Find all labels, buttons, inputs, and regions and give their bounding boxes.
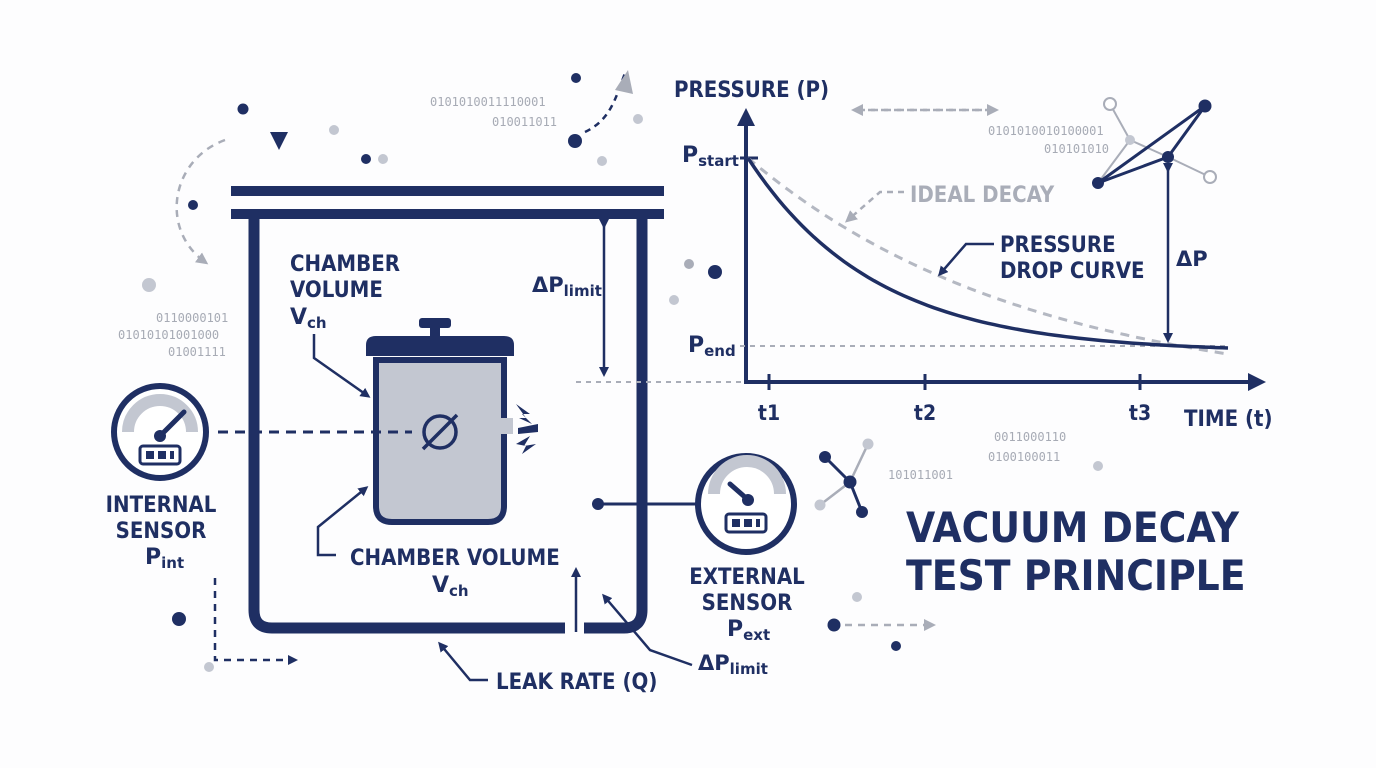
delta-p-label: ΔP xyxy=(1176,247,1208,271)
var-sub: limit xyxy=(730,660,768,678)
ideal-decay-label: IDEAL DECAY xyxy=(910,183,1055,208)
test-part-container xyxy=(366,318,514,525)
p-start-label: Pstart xyxy=(682,143,739,170)
var-sub: ch xyxy=(449,582,469,600)
title-line: TEST PRINCIPLE xyxy=(906,551,1246,600)
chamber-volume-label-bottom: CHAMBER VOLUME Vch xyxy=(350,546,560,600)
var-main: V xyxy=(432,573,449,598)
pressure-decay-chart: PRESSURE (P) TIME (t) Pstart Pend t1 t2 t3… xyxy=(674,78,1273,432)
var-sub: ext xyxy=(743,626,770,644)
binary-text: 101011001 xyxy=(888,468,953,482)
x-tick-label: t1 xyxy=(758,401,780,425)
label-line: CHAMBER xyxy=(290,252,400,277)
diagram-title: VACUUM DECAY TEST PRINCIPLE xyxy=(906,503,1246,600)
ideal-decay-pointer xyxy=(844,190,904,223)
network-icon xyxy=(814,438,874,518)
label-line: CHAMBER VOLUME xyxy=(350,546,560,571)
binary-decor: 0101010011110001 010011011 0110000101 01… xyxy=(118,95,1109,482)
label-line: VOLUME xyxy=(290,278,383,303)
binary-text: 010011011 xyxy=(492,115,557,129)
connection-dot xyxy=(592,498,604,510)
x-ticks: t1 t2 t3 xyxy=(758,374,1151,425)
chamber-lid xyxy=(231,186,664,196)
var-sub: ch xyxy=(307,314,327,332)
chamber-lid xyxy=(231,209,664,219)
delta-p-limit-bottom: ΔPlimit xyxy=(698,651,768,678)
label-line: INTERNAL xyxy=(106,493,217,518)
pointer-arrow xyxy=(602,593,693,667)
var-main: P xyxy=(145,545,161,570)
var-main: ΔP xyxy=(698,651,730,675)
chamber-volume-label-top: CHAMBER VOLUME Vch xyxy=(290,252,400,332)
x-axis-label: TIME (t) xyxy=(1184,407,1273,432)
svg-text:ΔPlimit: ΔPlimit xyxy=(532,273,602,300)
title-line: VACUUM DECAY xyxy=(906,503,1240,552)
svg-text:Vch: Vch xyxy=(290,305,327,332)
valve-icon xyxy=(421,413,459,451)
var-sub: end xyxy=(704,342,736,360)
var-main: P xyxy=(688,333,704,358)
svg-text:Vch: Vch xyxy=(432,573,469,600)
label-line: SENSOR xyxy=(116,519,207,544)
binary-text: 0110000101 xyxy=(156,311,228,325)
decor-arrows xyxy=(175,70,999,665)
pointer-arrow xyxy=(316,486,369,557)
leak-spark-icon xyxy=(516,404,538,454)
gauge-icon xyxy=(695,453,797,555)
leak-point xyxy=(499,418,513,434)
external-sensor-label: EXTERNAL SENSOR Pext xyxy=(689,565,805,644)
binary-text: 0011000110 xyxy=(994,430,1066,444)
leak-rate-label: LEAK RATE (Q) xyxy=(496,670,657,695)
chamber-wall xyxy=(584,219,648,634)
label-line: SENSOR xyxy=(702,591,793,616)
binary-text: 010101010 xyxy=(1044,142,1109,156)
y-axis-label: PRESSURE (P) xyxy=(674,78,829,103)
var-sub: start xyxy=(698,152,739,170)
p-end-label: Pend xyxy=(688,333,736,360)
var-main: P xyxy=(682,143,698,168)
vacuum-chamber xyxy=(231,186,664,634)
delta-p-limit-top: ΔPlimit xyxy=(532,273,602,300)
decor-dots xyxy=(142,73,1103,672)
curve-label-pointer xyxy=(938,242,994,277)
var-main: V xyxy=(290,305,307,330)
chamber-wall xyxy=(248,219,565,634)
network-icon xyxy=(1092,97,1217,189)
svg-text:Pint: Pint xyxy=(145,545,184,572)
binary-text: 01010101001000 xyxy=(118,328,219,342)
binary-text: 01001111 xyxy=(168,345,226,359)
binary-text: 0100100011 xyxy=(988,450,1060,464)
curve-label-line: PRESSURE xyxy=(1000,233,1116,258)
gauge-icon xyxy=(111,383,209,481)
label-line: EXTERNAL xyxy=(689,565,805,590)
var-sub: limit xyxy=(564,282,602,300)
pressure-drop-series xyxy=(746,157,1229,350)
ideal-decay-series xyxy=(747,156,1229,356)
binary-text: 0101010011110001 xyxy=(430,95,546,109)
var-main: P xyxy=(727,617,743,642)
svg-text:Pext: Pext xyxy=(727,617,770,644)
var-main: ΔP xyxy=(532,273,564,297)
pointer-arrow xyxy=(438,641,488,682)
x-tick-label: t2 xyxy=(914,401,936,425)
internal-sensor-label: INTERNAL SENSOR Pint xyxy=(106,493,217,572)
pointer-arrow xyxy=(312,334,371,398)
var-sub: int xyxy=(161,554,184,572)
binary-text: 0101010010100001 xyxy=(988,124,1104,138)
x-tick-label: t3 xyxy=(1129,401,1151,425)
curve-label-line: DROP CURVE xyxy=(1000,259,1145,284)
